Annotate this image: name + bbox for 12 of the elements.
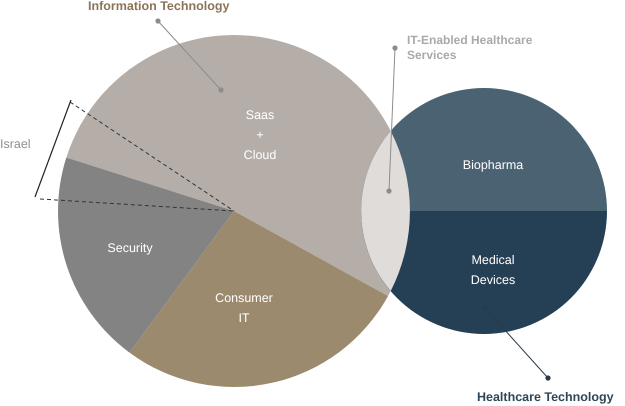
- leader-line: [386, 45, 398, 194]
- leader-line: [155, 18, 224, 93]
- bracket-label: Israel: [0, 137, 31, 153]
- segment-label: Biopharma: [462, 157, 524, 174]
- leader-line: [482, 305, 551, 381]
- slice-label: Consumer IT: [215, 290, 273, 327]
- segment-label: Medical Devices: [470, 252, 516, 289]
- slice-label: Security: [107, 240, 153, 257]
- slice-label: Saas + Cloud: [244, 107, 276, 164]
- group-label: Information Technology: [88, 0, 230, 15]
- group-label: IT-Enabled Healthcare Services: [407, 33, 533, 63]
- group-label: Healthcare Technology: [477, 390, 614, 406]
